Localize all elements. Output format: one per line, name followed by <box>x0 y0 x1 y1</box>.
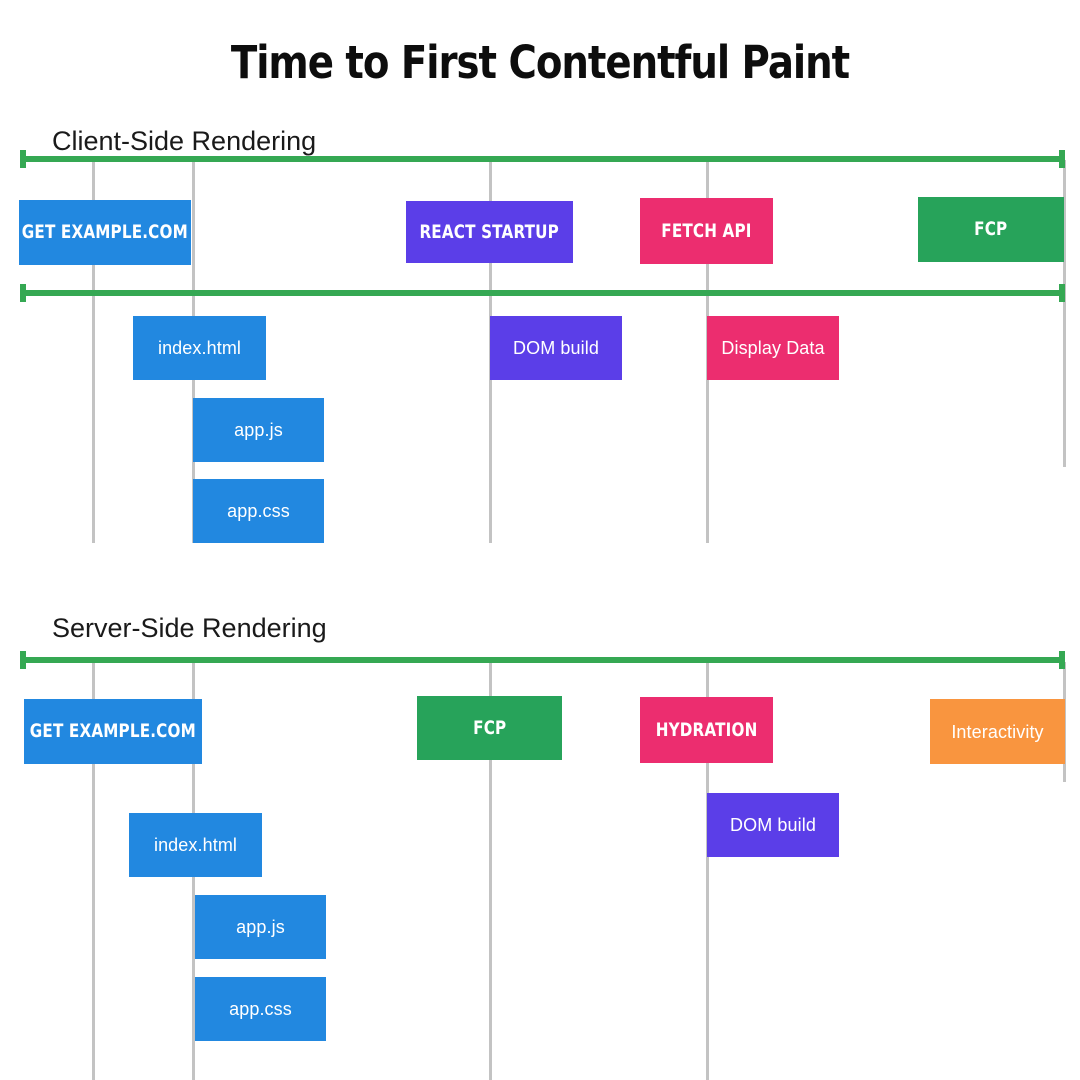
section-heading-server-side-rendering: Server-Side Rendering <box>52 613 327 643</box>
axis-cap-left-icon <box>20 651 26 669</box>
milestone-interactivity-ssr[interactable]: Interactivity <box>930 699 1065 764</box>
task-label: app.css <box>229 999 292 1019</box>
gridline-5 <box>1063 160 1066 467</box>
milestone-fcp-ssr[interactable]: FCP <box>417 696 562 760</box>
milestone-label: Interactivity <box>951 721 1044 742</box>
timeline-axis-ssr <box>20 651 1065 669</box>
task-app-css-csr[interactable]: app.css <box>193 479 324 543</box>
milestone-fetch-api-csr[interactable]: FETCH API <box>640 198 773 264</box>
task-app-css-ssr[interactable]: app.css <box>195 977 326 1041</box>
task-display-data-csr[interactable]: Display Data <box>707 316 839 380</box>
task-index-html-ssr[interactable]: index.html <box>129 813 262 877</box>
task-label: app.js <box>234 420 283 440</box>
task-label: Display Data <box>721 338 825 358</box>
axis-cap-left-icon <box>20 284 26 302</box>
gridline-9 <box>706 662 709 1080</box>
milestone-label: FCP <box>472 716 507 739</box>
axis-cap-right-icon <box>1059 284 1065 302</box>
gridline-6 <box>92 662 95 1080</box>
page-title: Time to First Contentful Paint <box>230 36 850 89</box>
milestone-fcp-csr[interactable]: FCP <box>918 197 1064 262</box>
task-app-js-csr[interactable]: app.js <box>193 398 324 462</box>
task-label: index.html <box>157 338 242 358</box>
milestone-label: HYDRATION <box>655 718 758 741</box>
task-label: DOM build <box>730 815 816 835</box>
milestone-label: GET EXAMPLE.COM <box>29 720 197 742</box>
axis-cap-right-icon <box>1059 150 1065 168</box>
task-label: DOM build <box>513 338 599 358</box>
milestone-label: REACT STARTUP <box>419 220 560 243</box>
gridline-8 <box>489 662 492 1080</box>
timeline-axis-csr-bottom <box>20 284 1065 302</box>
task-app-js-ssr[interactable]: app.js <box>195 895 326 959</box>
milestone-get-example-com-ssr[interactable]: GET EXAMPLE.COM <box>24 699 202 764</box>
task-label: app.js <box>236 917 285 937</box>
task-index-html-csr[interactable]: index.html <box>133 316 266 380</box>
timeline-axis-csr-top <box>20 150 1065 168</box>
milestone-label: FCP <box>974 218 1008 240</box>
milestone-get-example-com-csr[interactable]: GET EXAMPLE.COM <box>19 200 191 265</box>
milestone-react-startup-csr[interactable]: REACT STARTUP <box>406 201 573 263</box>
milestone-hydration-ssr[interactable]: HYDRATION <box>640 697 773 763</box>
axis-cap-right-icon <box>1059 651 1065 669</box>
task-label: app.css <box>227 501 290 521</box>
section-heading-client-side-rendering: Client-Side Rendering <box>52 126 317 156</box>
milestone-label: FETCH API <box>661 219 752 242</box>
milestone-label: GET EXAMPLE.COM <box>21 221 189 243</box>
task-label: index.html <box>153 835 238 855</box>
task-dom-build-csr[interactable]: DOM build <box>490 316 622 380</box>
task-dom-build-ssr[interactable]: DOM build <box>707 793 839 857</box>
axis-cap-left-icon <box>20 150 26 168</box>
gridline-1 <box>92 160 95 543</box>
